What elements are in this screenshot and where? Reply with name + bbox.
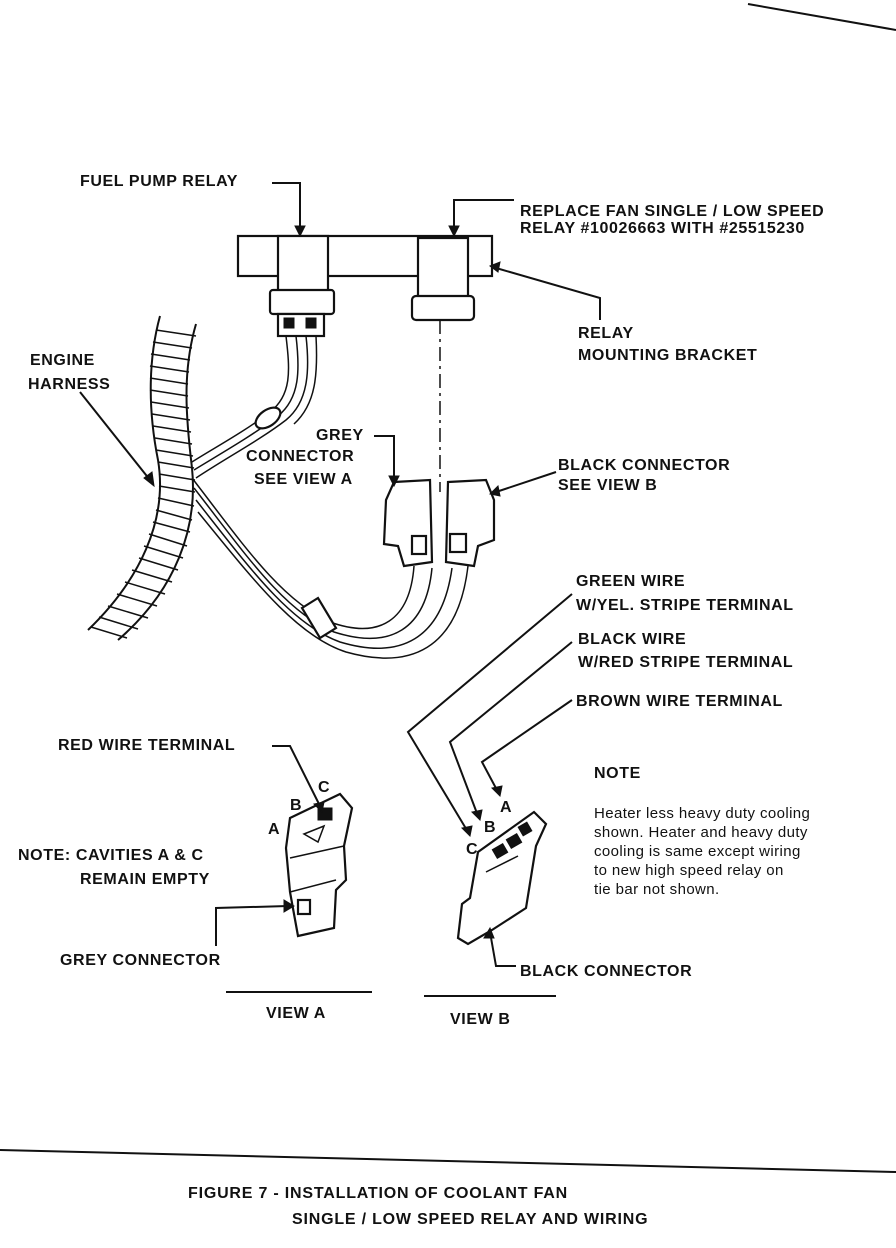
fuel-pump-relay <box>268 234 336 338</box>
note-cavities-line1: NOTE: CAVITIES A & C <box>18 847 204 864</box>
note-line1: Heater less heavy duty cooling <box>594 805 810 822</box>
black-wire-label-line2: W/RED STRIPE TERMINAL <box>578 654 793 671</box>
black-connector-label-line1: BLACK CONNECTOR <box>558 457 730 474</box>
engine-harness-label-line2: HARNESS <box>28 376 110 393</box>
green-wire-label-line2: W/YEL. STRIPE TERMINAL <box>576 597 794 614</box>
leader-black-wire <box>448 641 573 817</box>
view-a-cavity-a: A <box>268 821 280 838</box>
note-line2: shown. Heater and heavy duty <box>594 824 808 841</box>
leader-black-view <box>489 931 516 967</box>
black-wire-label-line1: BLACK WIRE <box>578 631 686 648</box>
red-wire-label: RED WIRE TERMINAL <box>58 737 235 754</box>
leader-red-wire <box>272 745 321 807</box>
black-connector-label-line2: SEE VIEW B <box>558 477 657 494</box>
view-a-cavity-b: B <box>290 797 302 814</box>
relay-bracket-label-line2: MOUNTING BRACKET <box>578 347 757 364</box>
leader-fuel-pump <box>272 182 301 230</box>
figure-caption-line2: SINGLE / LOW SPEED RELAY AND WIRING <box>292 1211 648 1228</box>
fuel-pump-relay-label: FUEL PUMP RELAY <box>80 173 238 190</box>
grey-connector-label-line3: SEE VIEW A <box>254 471 353 488</box>
replace-fan-label-line1: REPLACE FAN SINGLE / LOW SPEED <box>520 203 824 220</box>
grey-connector-view-a <box>284 792 354 938</box>
fan-relay <box>410 236 476 322</box>
black-connector-view-b <box>456 810 548 946</box>
grey-connector-top <box>382 478 434 568</box>
engine-harness-label-line1: ENGINE <box>30 352 95 369</box>
replace-fan-label-line2: RELAY #10026663 WITH #25515230 <box>520 220 805 237</box>
black-connector-top <box>444 478 496 568</box>
brown-wire-label: BROWN WIRE TERMINAL <box>576 693 783 710</box>
leader-grey-view <box>215 905 289 946</box>
note-title: NOTE <box>594 765 641 782</box>
note-cavities-line2: REMAIN EMPTY <box>80 871 210 888</box>
engine-harness <box>87 315 197 641</box>
view-b-cavity-b: B <box>484 819 496 836</box>
view-b-cavity-c: C <box>466 841 478 858</box>
leader-replace-fan <box>453 199 514 232</box>
connector-wires <box>191 477 469 659</box>
leader-green-wire <box>406 593 573 833</box>
note-line3: cooling is same except wiring <box>594 843 801 860</box>
view-a-label: VIEW A <box>266 1005 326 1022</box>
relay-bracket-label-line1: RELAY <box>578 325 634 342</box>
grey-connector-view-label: GREY CONNECTOR <box>60 952 221 969</box>
leader-black-connector <box>495 471 557 493</box>
black-connector-view-label: BLACK CONNECTOR <box>520 963 692 980</box>
arrowheads <box>143 225 503 939</box>
view-b-cavity-a: A <box>500 799 512 816</box>
green-wire-label-line1: GREEN WIRE <box>576 573 685 590</box>
bottom-border-line <box>0 1149 896 1173</box>
figure-caption-line1: FIGURE 7 - INSTALLATION OF COOLANT FAN <box>188 1185 568 1202</box>
view-b-label: VIEW B <box>450 1011 511 1028</box>
leader-lines <box>79 182 601 997</box>
note-line4: to new high speed relay on <box>594 862 784 879</box>
view-a-cavity-c: C <box>318 779 330 796</box>
leader-brown-wire <box>480 699 573 793</box>
fuel-pump-relay-wires <box>191 335 318 479</box>
leader-bracket <box>495 267 601 320</box>
grey-connector-label-line2: CONNECTOR <box>246 448 354 465</box>
leader-engine-harness <box>79 391 151 481</box>
leader-grey-connector <box>374 435 395 480</box>
top-border-line <box>747 3 896 31</box>
note-line5: tie bar not shown. <box>594 881 720 898</box>
grey-connector-label-line1: GREY <box>316 427 364 444</box>
